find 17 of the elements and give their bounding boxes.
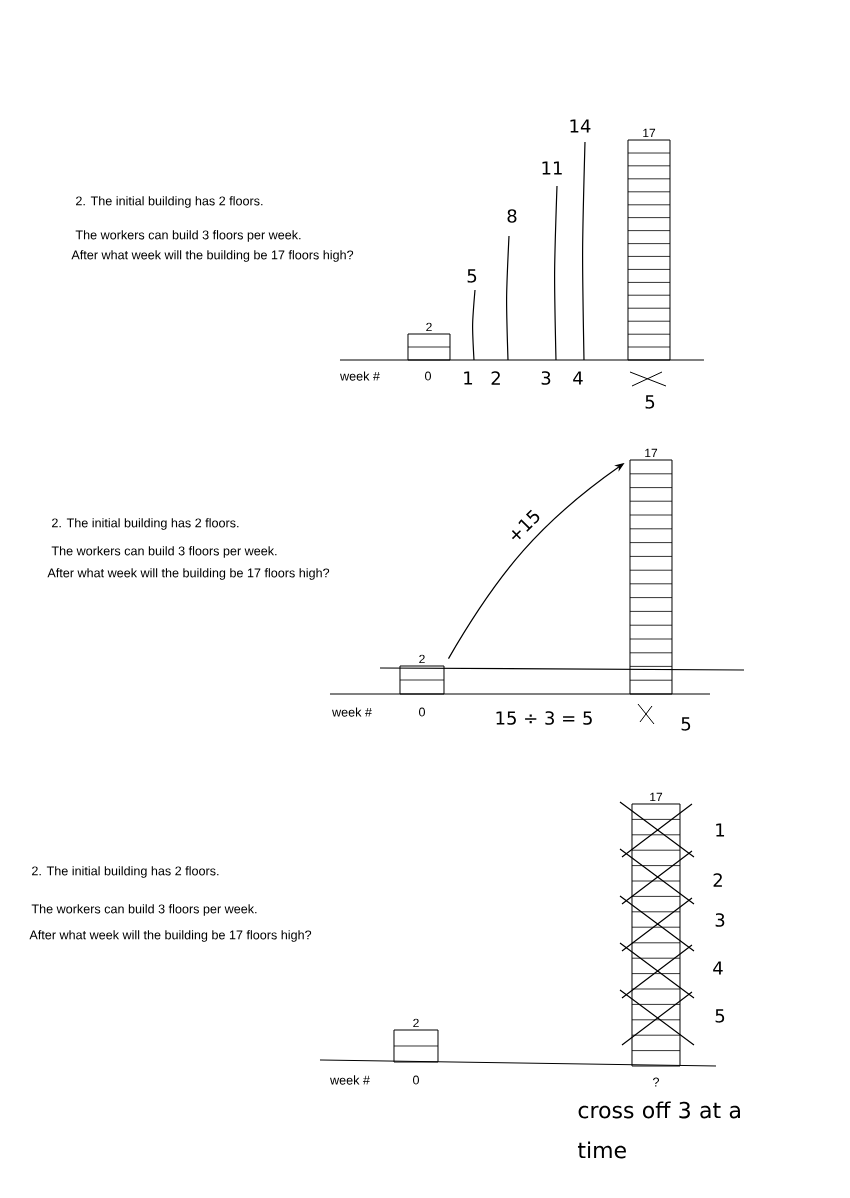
handwritten-number: 1 <box>716 823 725 837</box>
handwritten-number: 2 <box>713 873 722 887</box>
handwritten-number: 1 <box>464 371 473 385</box>
handwritten-equation: 15 ÷ 3 = 5 <box>496 711 592 725</box>
handwritten-number: 5 <box>681 717 691 731</box>
handwritten-number: 3 <box>715 913 725 927</box>
handwritten-number: 5 <box>715 1009 725 1023</box>
handwritten-number: 3 <box>541 371 551 385</box>
handwritten-number: 4 <box>713 961 723 975</box>
handwritten-number: 2 <box>491 371 500 385</box>
handwritten-number: 14 <box>570 119 591 133</box>
handwritten-number: 5 <box>467 269 477 283</box>
handwritten-number: 11 <box>542 161 562 175</box>
handwritten-number: 5 <box>645 395 655 409</box>
handwritten-number: 4 <box>573 371 583 385</box>
handwritten-number: 8 <box>507 209 517 223</box>
edge-label: +15 <box>503 505 545 547</box>
